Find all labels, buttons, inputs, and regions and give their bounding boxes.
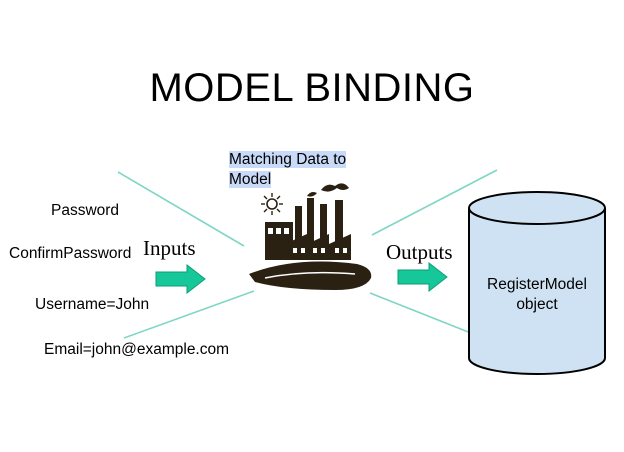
register-model-label-line2: object: [516, 296, 558, 313]
inputs-heading: Inputs: [143, 236, 196, 260]
outputs-arrow-icon: [397, 262, 448, 292]
input-field-confirm-password: ConfirmPassword: [9, 245, 132, 262]
connector-line-upper-left: [117, 171, 245, 247]
connector-line-lower-right: [369, 292, 487, 340]
input-field-password: Password: [51, 202, 120, 219]
process-caption: Matching Data to Model: [229, 150, 347, 190]
register-model-label-line1: RegisterModel: [487, 276, 587, 293]
outputs-heading: Outputs: [386, 240, 453, 264]
connector-line-lower-left: [123, 290, 255, 339]
factory-icon: [249, 183, 372, 290]
process-caption-line2: Model: [229, 171, 272, 188]
model-cylinder-icon: [468, 191, 606, 375]
input-field-email: Email=john@example.com: [44, 341, 230, 358]
connector-line-upper-right: [371, 169, 498, 236]
process-caption-line1: Matching Data to: [229, 151, 347, 168]
diagram-title: MODEL BINDING: [149, 66, 475, 110]
register-model-label: RegisterModel object: [469, 275, 605, 315]
inputs-arrow-icon: [155, 264, 206, 294]
input-field-username: Username=John: [35, 296, 150, 313]
